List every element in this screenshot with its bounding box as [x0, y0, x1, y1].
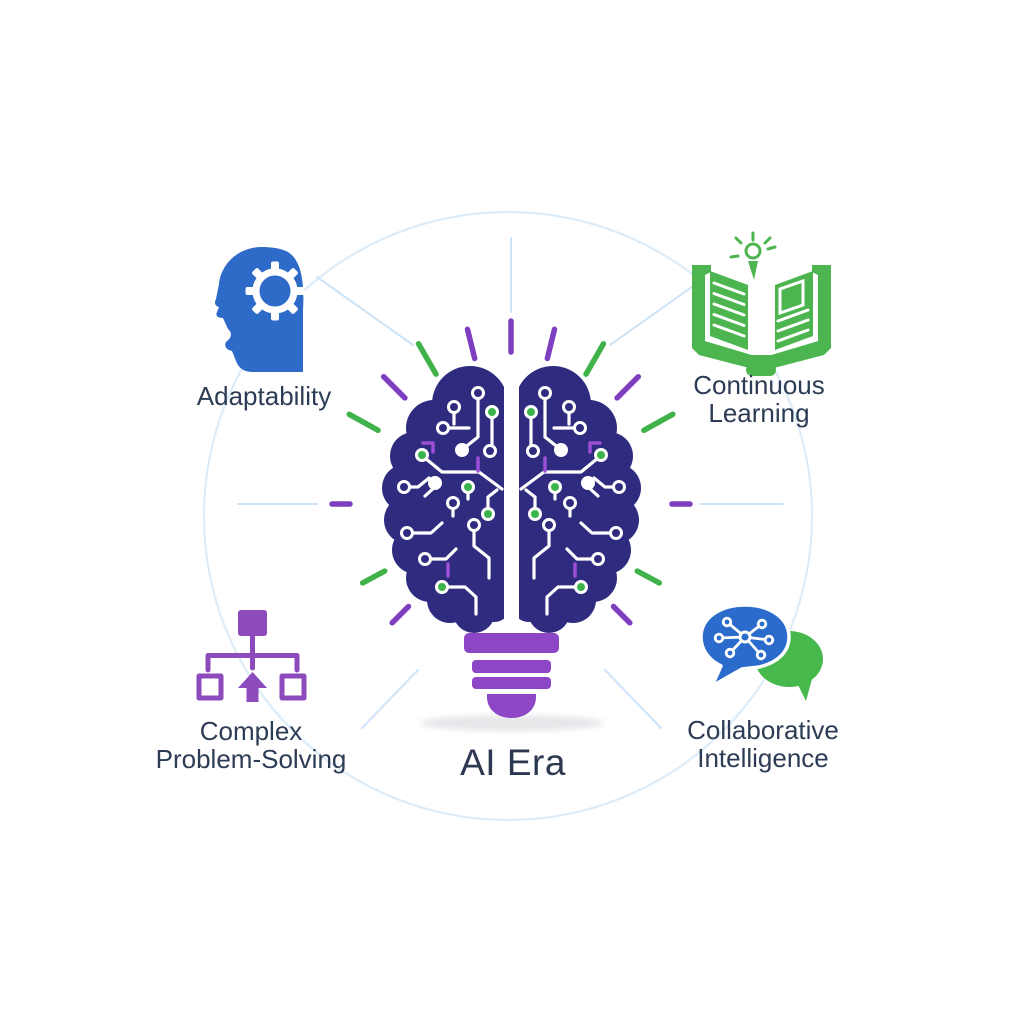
- sun-icon: [729, 231, 777, 260]
- spoke-line: [609, 276, 707, 346]
- ray-line: [359, 568, 388, 586]
- center-title: AI Era: [460, 742, 566, 784]
- ray-line: [610, 603, 633, 626]
- ray-line: [583, 341, 607, 377]
- chat-bubbles-network-icon: [699, 603, 823, 701]
- spoke-line: [361, 669, 419, 729]
- ray-line: [634, 568, 663, 586]
- ray-line: [464, 326, 478, 362]
- bulb-shadow: [420, 715, 604, 731]
- gear-icon: [245, 261, 305, 321]
- background-circle: [202, 210, 814, 822]
- circuit-brain-icon: [382, 366, 641, 633]
- ray-line: [415, 341, 439, 377]
- ray-line: [544, 326, 558, 362]
- ray-line: [346, 411, 381, 434]
- lightbulb-base: [464, 633, 559, 718]
- sunburst-rays: [329, 318, 693, 626]
- ray-line: [380, 373, 408, 401]
- ray-line: [641, 411, 676, 434]
- ray-line: [389, 603, 412, 626]
- spoke-line: [604, 669, 662, 729]
- spoke-line: [316, 276, 414, 346]
- label-complex-problem-solving: Complex Problem-Solving: [155, 716, 347, 774]
- open-book-icon: [692, 231, 831, 376]
- flowchart-icon: [196, 610, 307, 702]
- network-icon: [713, 616, 775, 661]
- head-gear-icon: [215, 247, 305, 372]
- label-collaborative-intelligence: Collaborative Intelligence: [687, 715, 839, 773]
- label-continuous-learning: Continuous Learning: [693, 370, 825, 428]
- label-adaptability: Adaptability: [196, 381, 332, 412]
- ray-line: [614, 373, 642, 401]
- spoke-lines: [237, 237, 784, 729]
